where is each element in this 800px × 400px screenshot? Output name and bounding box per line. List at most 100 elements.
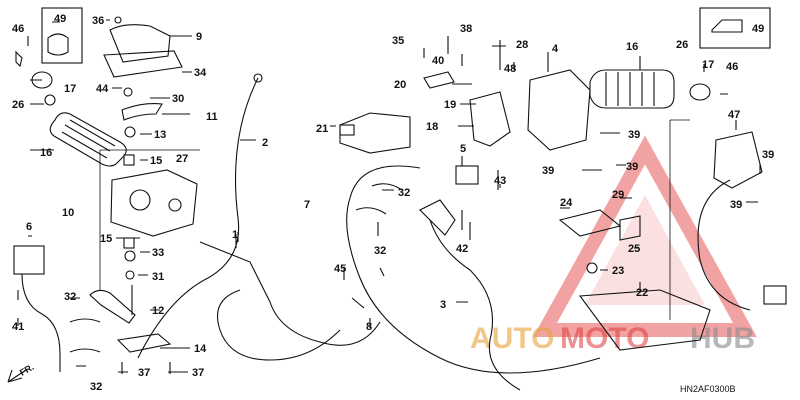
callout-36: 36	[92, 15, 104, 27]
callout-39-d: 39	[762, 149, 774, 161]
callout-12: 12	[152, 305, 164, 317]
part-36-screw	[114, 16, 122, 24]
callout-37-right: 37	[192, 367, 204, 379]
inset-box-26-49	[699, 7, 771, 49]
callout-26-right: 26	[676, 39, 688, 51]
fr-label: FR.	[18, 362, 36, 378]
part-49-cap	[47, 33, 69, 56]
callout-38: 38	[460, 23, 472, 35]
callout-32-a: 32	[64, 291, 76, 303]
callout-14: 14	[194, 343, 207, 355]
part-8-45-fittings	[351, 267, 385, 309]
parts-42-43-bolts	[461, 170, 499, 230]
part-47-harness	[697, 179, 751, 311]
callout-15-top: 15	[150, 155, 162, 167]
part-4-module	[527, 69, 591, 151]
callout-21: 21	[316, 123, 328, 135]
callout-29: 29	[612, 189, 624, 201]
callout-33: 33	[152, 247, 164, 259]
callout-43: 43	[494, 175, 506, 187]
callout-39-a: 39	[628, 129, 640, 141]
callout-48: 48	[504, 63, 516, 75]
callout-39-e: 39	[730, 199, 742, 211]
part-12-lever	[89, 289, 136, 324]
part-15b-collar	[123, 237, 135, 249]
inset-box-49	[41, 7, 83, 64]
part-34-gasket	[103, 50, 183, 78]
callout-46-right: 46	[726, 61, 738, 73]
callout-41: 41	[12, 321, 24, 333]
callout-30: 30	[172, 93, 184, 105]
part-18-bracket	[469, 91, 511, 147]
callout-labels: 49 36 9 46 34 17 44 26 30 11 13 16 15 27…	[12, 13, 774, 393]
part-10-throttle-housing	[110, 169, 198, 237]
callout-44: 44	[96, 83, 109, 95]
callout-17-left: 17	[64, 83, 76, 95]
callout-32-c: 32	[398, 187, 410, 199]
callout-39-b: 39	[626, 161, 638, 173]
callout-20: 20	[394, 79, 406, 91]
callout-22: 22	[636, 287, 648, 299]
part-31-nut	[125, 270, 135, 280]
fr-arrow-icon	[7, 369, 27, 383]
callout-13: 13	[154, 129, 166, 141]
callout-2: 2	[262, 137, 268, 149]
callout-42: 42	[456, 243, 468, 255]
part-32-clips-left	[69, 318, 101, 353]
part-3-harness	[429, 219, 521, 391]
callout-34: 34	[194, 67, 207, 79]
part-5-relay	[455, 165, 479, 185]
callout-8: 8	[366, 321, 372, 333]
housing-detail-2	[168, 198, 182, 212]
watermark-moto: MOTO	[560, 322, 649, 355]
part-20-clamp	[423, 71, 455, 89]
callout-49-left: 49	[54, 13, 66, 25]
watermark-logo	[533, 135, 757, 337]
part-23-nut	[586, 262, 598, 274]
callout-25: 25	[628, 243, 640, 255]
callout-45: 45	[334, 263, 346, 275]
cable-end	[253, 73, 263, 83]
callout-18: 18	[426, 121, 438, 133]
callout-27: 27	[176, 153, 188, 165]
callout-39-c: 39	[542, 165, 554, 177]
watermark-hub: HUB	[690, 322, 755, 355]
part-9-cover	[109, 24, 171, 63]
callout-1: 1	[232, 229, 238, 241]
grip-texture	[61, 119, 116, 159]
callout-16-left: 16	[40, 147, 52, 159]
callout-17-right: 17	[702, 59, 714, 71]
callout-28: 28	[516, 39, 528, 51]
part-33-washer	[124, 250, 136, 262]
leader-lines	[17, 19, 761, 373]
part-6-switch	[13, 245, 45, 275]
callout-9: 9	[196, 31, 202, 43]
parts-28-48-40-bolts	[423, 40, 501, 70]
part-15-collar	[123, 154, 135, 166]
callout-7: 7	[304, 199, 310, 211]
bracket-line-47	[669, 119, 690, 320]
part-13-washer	[124, 126, 136, 138]
callout-35: 35	[392, 35, 404, 47]
part-21-switch	[339, 112, 411, 154]
part-22-guard	[578, 289, 711, 351]
callout-15-bottom: 15	[100, 233, 112, 245]
callout-6: 6	[26, 221, 32, 233]
part-1-cable	[199, 241, 381, 346]
callout-49-right: 49	[752, 23, 764, 35]
callout-31: 31	[152, 271, 164, 283]
part-16-right-grip	[589, 69, 675, 109]
part-17-right-weight	[689, 83, 711, 101]
housing-detail	[129, 189, 151, 211]
harness-connector	[419, 199, 456, 236]
harness-connector-right	[763, 285, 787, 305]
callout-11: 11	[206, 111, 218, 123]
callout-24: 24	[560, 197, 573, 209]
callout-3: 3	[440, 299, 446, 311]
part-11-lever	[121, 103, 163, 121]
part-16-left-grip	[49, 112, 127, 167]
part-46-bolt	[15, 50, 23, 68]
part-6-harness	[21, 273, 61, 372]
